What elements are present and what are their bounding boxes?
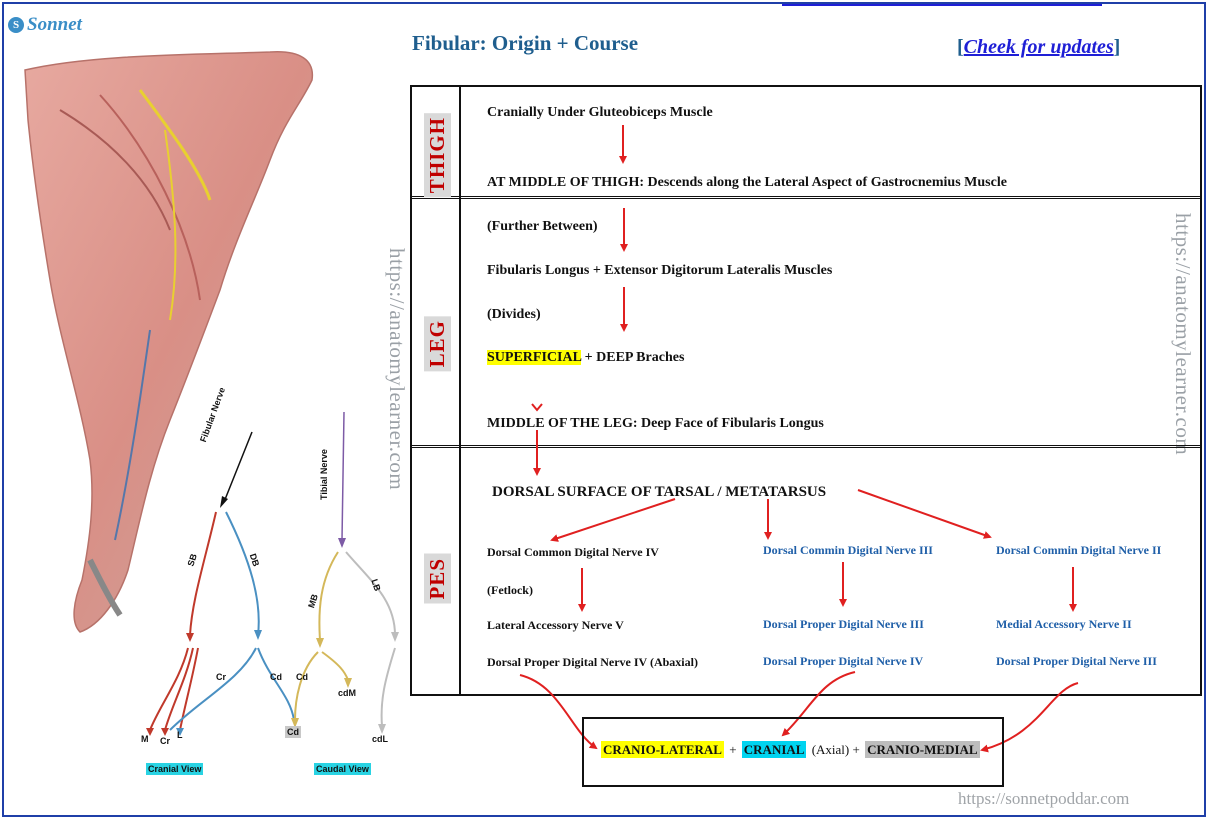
axial-text: (Axial) +	[806, 741, 865, 758]
plus-1: +	[724, 741, 742, 758]
arrow-pes-right	[858, 490, 990, 537]
cranio-medial-badge: CRANIO-MEDIAL	[865, 741, 980, 758]
result-line: CRANIO-LATERAL + CRANIAL (Axial) + CRANI…	[601, 742, 980, 758]
arrow-pes-left	[552, 499, 675, 540]
arrow-leg-3	[532, 404, 542, 410]
cranial-badge: CRANIAL	[742, 741, 807, 758]
cranio-lateral-badge: CRANIO-LATERAL	[601, 741, 724, 758]
